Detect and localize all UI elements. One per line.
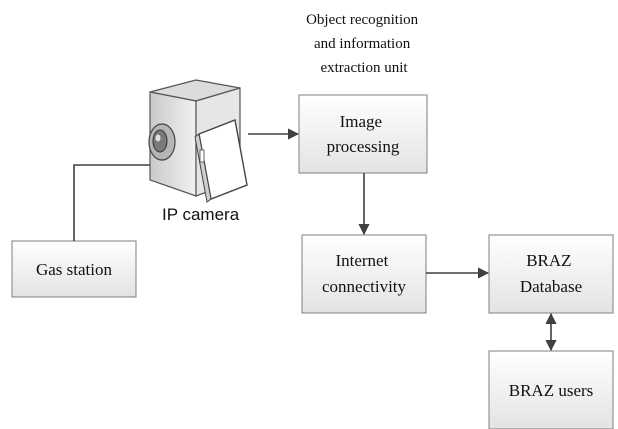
extraction-unit-caption: Object recognition and information extra… — [306, 12, 422, 76]
video-camera-icon — [148, 79, 248, 203]
svg-text:BRAZ Database: BRAZ Database — [520, 251, 582, 296]
gas-station-label: Gas station — [36, 260, 113, 279]
braz-database-label: BRAZ — [526, 251, 571, 270]
internet-connectivity-node: Internet connectivity — [301, 234, 427, 314]
camera-label: IP camera — [162, 205, 240, 224]
gas-station-node: Gas station — [11, 240, 137, 298]
braz-users-label: BRAZ users — [509, 381, 594, 400]
braz-database-label: Database — [520, 277, 582, 296]
gas-station-to-camera-connector — [73, 164, 150, 241]
svg-text:Image processing: Image processing — [327, 112, 400, 156]
braz-users-node: BRAZ users — [488, 350, 614, 429]
caption-line: and information — [314, 36, 411, 52]
svg-text:BRAZ users: BRAZ users — [509, 381, 594, 400]
image-processing-node: Image processing — [298, 94, 428, 174]
internet-connectivity-label: Internet — [335, 251, 388, 270]
svg-text:Gas station: Gas station — [36, 260, 113, 279]
image-processing-label: Image — [340, 112, 382, 131]
image-processing-label: processing — [327, 137, 400, 156]
braz-database-node: BRAZ Database — [488, 234, 614, 314]
caption-line: extraction unit — [320, 60, 408, 76]
svg-text:Internet connectivity: Internet connectivity — [322, 251, 407, 296]
caption-line: Object recognition — [306, 12, 419, 28]
internet-connectivity-label: connectivity — [322, 277, 407, 296]
